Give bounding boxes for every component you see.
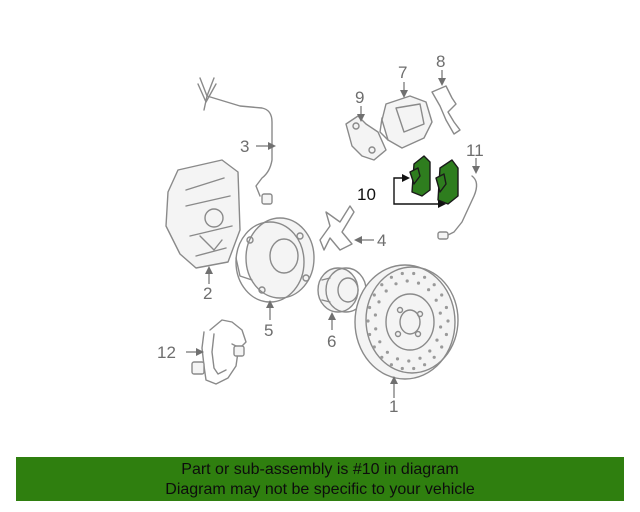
part-2-dust-shield[interactable] [165,159,241,269]
rotor-drill-hole [446,319,450,323]
leader-lines [186,70,480,398]
rotor-drill-hole [423,275,427,279]
rotor-drill-hole [439,325,443,329]
rotor-drill-hole [407,359,411,363]
rotor-drill-hole [440,293,444,297]
rotor-drill-hole [444,305,448,310]
rotor-drill-hole [416,281,421,285]
rotor-drill-hole [384,289,388,293]
callout-2: 2 [203,284,212,303]
rotor-drill-hole [377,300,381,304]
rotor-drill-hole [432,283,436,287]
rotor-drill-hole [434,298,438,302]
brake-parts-diagram: 1 2 3 4 5 6 7 8 9 10 11 12 [157,52,484,416]
callout-11: 11 [466,141,484,160]
rotor-drill-hole [427,288,431,292]
callout-9: 9 [355,88,364,107]
rotor-drill-hole [440,345,444,349]
part-1-brake-rotor[interactable] [354,264,459,380]
caption-bar: Part or sub-assembly is #10 in diagram D… [16,457,624,501]
rotor-drill-hole [412,366,416,371]
callout-1: 1 [389,397,398,416]
rotor-drill-hole [368,305,372,310]
part-3-wear-sensor[interactable] [197,77,273,205]
rotor-drill-hole [412,271,416,276]
callout-5: 5 [264,321,273,340]
rotor-drill-hole [368,332,372,337]
caption-line-2: Diagram may not be specific to your vehi… [165,481,475,498]
rotor-drill-hole [432,355,436,359]
rotor-drill-hole [378,340,382,344]
callout-7: 7 [398,63,407,82]
rotor-drill-hole [389,363,393,367]
rotor-drill-hole [400,366,404,371]
rotor-drill-hole [385,350,389,354]
part-9-caliper-carrier[interactable] [345,115,387,161]
callout-4: 4 [377,231,386,250]
callout-6: 6 [327,332,336,351]
rotor-drill-hole [372,345,376,349]
part-10-brake-pads[interactable] [409,155,459,205]
rotor-drill-hole [423,363,427,367]
callout-10: 10 [357,185,376,204]
rotor-drill-hole [374,327,378,331]
part-7-caliper[interactable] [379,95,433,149]
callout-8: 8 [436,52,445,71]
rotor-drill-hole [435,338,439,342]
rotor-drill-hole [366,319,370,323]
rotor-drill-hole [380,283,384,287]
callout-12: 12 [157,343,176,362]
caption-line-1: Part or sub-assembly is #10 in diagram [181,461,459,478]
rotor-drill-hole [380,355,384,359]
rotor-drill-hole [438,311,442,315]
rotor-drill-hole [394,282,398,286]
rotor-drill-hole [400,271,404,276]
rotor-drill-hole [418,356,422,360]
rotor-drill-hole [405,279,409,283]
rotor-drill-hole [389,275,393,279]
rotor-drill-hole [428,349,432,353]
part-11-wear-indicator[interactable] [437,175,478,240]
rotor-drill-hole [395,357,400,361]
part-4-anti-rattle-spring[interactable] [319,205,355,251]
part-5-wheel-hub[interactable] [235,217,315,303]
rotor-drill-hole [444,332,448,337]
rotor-drill-hole [372,293,376,297]
rotor-drill-hole [373,313,377,317]
callout-labels: 1 2 3 4 5 6 7 8 9 10 11 12 [157,52,484,416]
part-8-guide-bolt[interactable] [431,85,461,135]
part-12-brake-hose[interactable] [191,319,247,385]
callout-3: 3 [240,137,249,156]
